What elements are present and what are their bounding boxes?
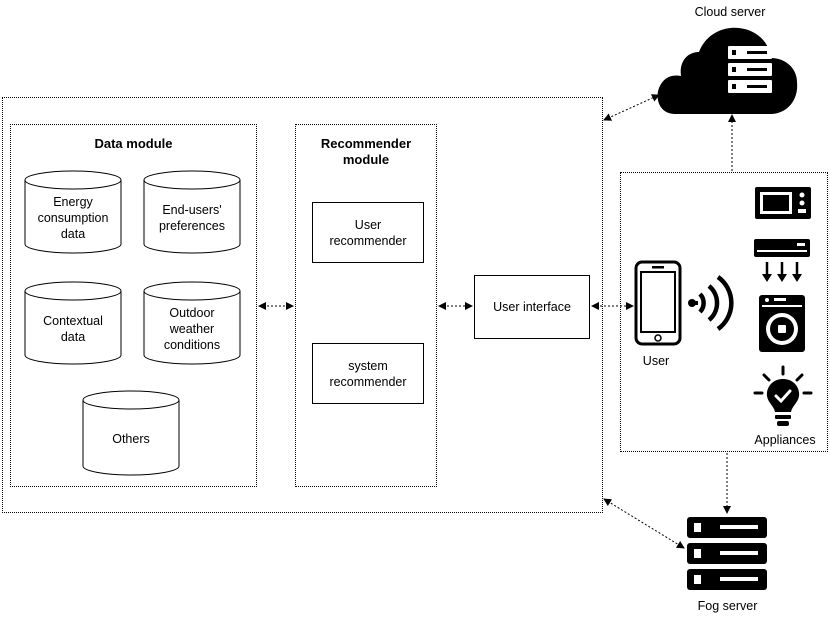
fog-server-label: Fog server xyxy=(697,599,758,613)
cloud-server-icon xyxy=(657,27,798,115)
data-source-label-line: preferences xyxy=(158,219,225,233)
data-module-title: Data module xyxy=(94,136,173,151)
data-source-contextual: Contextual data xyxy=(24,281,122,365)
fog-server-icon xyxy=(687,517,767,590)
data-source-label-line: End-users' xyxy=(162,203,222,217)
appliances-label: Appliances xyxy=(754,433,816,447)
recommender-module-box xyxy=(295,124,437,487)
cloud-server-label: Cloud server xyxy=(694,5,766,19)
database-cylinder-icon xyxy=(82,390,180,476)
data-source-label-line: Outdoor xyxy=(169,306,215,320)
recommender-title-line: Recommender xyxy=(320,136,412,151)
user-recommender-line: User xyxy=(354,217,382,232)
user-recommender-line: recommender xyxy=(329,233,407,248)
data-source-label-line: weather xyxy=(169,322,215,336)
wireless-signal-icon xyxy=(688,275,734,331)
user-interface-label: User interface xyxy=(493,300,571,314)
data-module-box xyxy=(10,124,257,487)
database-cylinder-icon xyxy=(143,281,241,365)
smartphone-icon xyxy=(634,260,682,346)
data-source-preferences: End-users' preferences xyxy=(143,170,241,254)
data-source-label-line: Contextual xyxy=(43,314,103,328)
database-cylinder-icon xyxy=(24,170,122,254)
user-label: User xyxy=(642,354,670,368)
system-recommender-line: system xyxy=(348,358,388,373)
data-source-label-line: data xyxy=(60,330,86,344)
microwave-icon xyxy=(755,187,811,219)
user-recommender-box: User recommender xyxy=(312,202,424,263)
database-cylinder-icon xyxy=(24,281,122,365)
data-source-energy: Energy consumption data xyxy=(24,170,122,254)
data-source-label-line: Energy xyxy=(53,195,93,209)
data-source-weather: Outdoor weather conditions xyxy=(143,281,241,365)
user-environment-box xyxy=(620,172,828,452)
data-source-label-line: consumption xyxy=(37,211,109,225)
data-source-label-line: conditions xyxy=(163,338,221,352)
user-interface-box: User interface xyxy=(474,275,590,339)
system-cloud-arrow xyxy=(603,94,660,121)
system-fog-arrow xyxy=(603,498,685,549)
smart-bulb-icon xyxy=(753,365,813,426)
database-cylinder-icon xyxy=(143,170,241,254)
system-recommender-line: recommender xyxy=(329,374,407,389)
data-source-label-line: Others xyxy=(112,432,150,446)
system-recommender-box: system recommender xyxy=(312,343,424,404)
air-conditioner-icon xyxy=(754,239,810,282)
data-source-others: Others xyxy=(82,390,180,476)
data-source-label-line: data xyxy=(60,227,86,241)
recommender-module-title: Recommender module xyxy=(295,136,437,168)
washing-machine-icon xyxy=(759,295,805,352)
recommender-title-line: module xyxy=(342,152,390,167)
